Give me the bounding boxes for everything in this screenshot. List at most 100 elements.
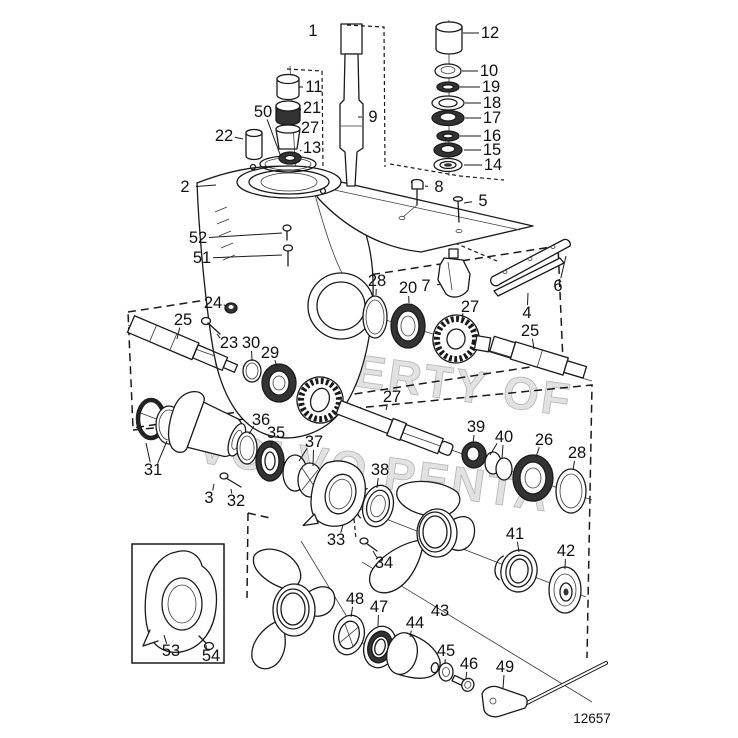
leader-line-53 — [163, 634, 168, 644]
part-label-33: 33 — [327, 531, 345, 549]
part-label-21: 21 — [303, 99, 321, 117]
plate-hardware — [282, 178, 571, 298]
part-label-12: 12 — [481, 24, 499, 42]
bearing-26-bore — [524, 467, 542, 489]
bracket-6-hole-3 — [550, 245, 556, 249]
part-label-28: 28 — [368, 272, 386, 290]
screw-32-shaft — [225, 477, 242, 488]
o-ring-28-upper-inner — [365, 299, 385, 335]
leader-line-3 — [212, 483, 215, 491]
bearing-15-inner — [440, 144, 456, 154]
screw-34-shaft — [365, 542, 378, 552]
leader-line-37 — [312, 449, 314, 467]
front-prop-blade-top — [396, 480, 461, 519]
rear-prop-blade-top — [252, 548, 302, 591]
part-label-25: 25 — [521, 322, 539, 340]
part-label-49: 49 — [496, 658, 514, 676]
o-ring-28-lower — [555, 468, 587, 514]
part-label-19: 19 — [482, 78, 500, 96]
leader-line-44 — [409, 630, 412, 638]
leader-line-27 — [461, 313, 464, 318]
part-label-52: 52 — [189, 229, 207, 247]
part-label-30: 30 — [242, 334, 260, 352]
screw-5-shaft — [457, 200, 460, 223]
part-label-50: 50 — [254, 103, 272, 121]
bevel-gear-27 — [432, 314, 492, 364]
dashed-panel-lower — [132, 384, 593, 659]
cone-44 — [386, 632, 441, 679]
rear-prop-hub-rim — [276, 588, 310, 630]
prop-shaft-row — [135, 376, 587, 528]
bearing-10-inner — [440, 66, 456, 74]
leader-line-29 — [274, 360, 278, 368]
part-label-17: 17 — [483, 109, 501, 127]
dashed-bracket-upper-left — [286, 68, 324, 168]
retainer-33 — [302, 460, 366, 527]
leader-line-6 — [560, 255, 567, 279]
leader-line-33 — [340, 524, 344, 533]
seal-14-hole — [444, 163, 452, 167]
part-label-34: 34 — [375, 554, 393, 572]
washer-45-hole — [442, 667, 450, 677]
leader-line-37 — [298, 448, 308, 462]
plate-hole-2 — [455, 228, 463, 233]
front-prop-row — [302, 460, 582, 614]
washer-13-hole — [284, 154, 296, 162]
bearing-cone-27s-top — [275, 124, 301, 134]
anode-7-detail — [447, 261, 453, 291]
part-label-27: 27 — [461, 298, 479, 316]
leader-line-35 — [270, 440, 273, 448]
leader-line-32 — [230, 488, 233, 494]
leader-line-48 — [350, 606, 354, 618]
part-label-41: 41 — [506, 525, 524, 543]
leader-line-39 — [472, 434, 475, 444]
bearing-39-inner — [466, 446, 480, 462]
leader-line-2 — [195, 184, 217, 187]
front-prop-bore — [422, 515, 448, 549]
part-label-13: 13 — [303, 139, 321, 157]
leader-line-50 — [266, 119, 282, 158]
plate-hole-1 — [398, 215, 406, 220]
part-label-35: 35 — [267, 424, 285, 442]
gear-housing — [196, 155, 534, 439]
seal-37b-cross2 — [301, 469, 319, 491]
part-label-43: 43 — [431, 602, 449, 620]
figure-number: 12657 — [573, 711, 611, 726]
part-label-1: 1 — [308, 22, 317, 40]
driveshaft-body — [339, 53, 364, 187]
part-label-31: 31 — [144, 461, 162, 479]
inset-box — [131, 543, 225, 664]
bolt-8-head — [411, 181, 424, 190]
leader-line-36 — [248, 425, 255, 435]
leader-line-7 — [436, 283, 442, 286]
bolt-23-shaft — [207, 322, 221, 335]
leader-line-25 — [176, 327, 181, 340]
ring-36-inner — [239, 435, 255, 461]
plate-inner-edge — [315, 185, 521, 231]
shaft-25-right — [489, 335, 588, 379]
part-label-39: 39 — [467, 418, 485, 436]
bearing-29-inner — [268, 370, 290, 396]
leader-line-46 — [465, 671, 468, 679]
bearing-20-bore — [400, 315, 416, 337]
torpedo-bore-inner — [316, 281, 366, 331]
leader-line-40 — [489, 443, 498, 456]
part-label-29: 29 — [261, 344, 279, 362]
part-label-38: 38 — [371, 461, 389, 479]
bolt-46 — [451, 674, 475, 692]
dashed-link-bearing-column — [389, 163, 505, 181]
bearing-26-inner — [519, 461, 547, 495]
leader-line-41 — [516, 541, 520, 553]
front-prop-hub-rim — [418, 511, 452, 553]
driveshaft-assembly — [339, 23, 364, 187]
nut-24-hole — [228, 305, 234, 309]
seal-18-inner — [438, 98, 458, 108]
leader-line-24 — [223, 304, 227, 307]
part-label-2: 2 — [180, 178, 189, 196]
rear-prop-blade-bottom — [251, 619, 286, 670]
driveshaft-spline-top — [340, 23, 363, 55]
o-ring-28-upper — [362, 295, 388, 339]
bearing-17-inner — [439, 112, 457, 122]
part-label-16: 16 — [483, 127, 501, 145]
